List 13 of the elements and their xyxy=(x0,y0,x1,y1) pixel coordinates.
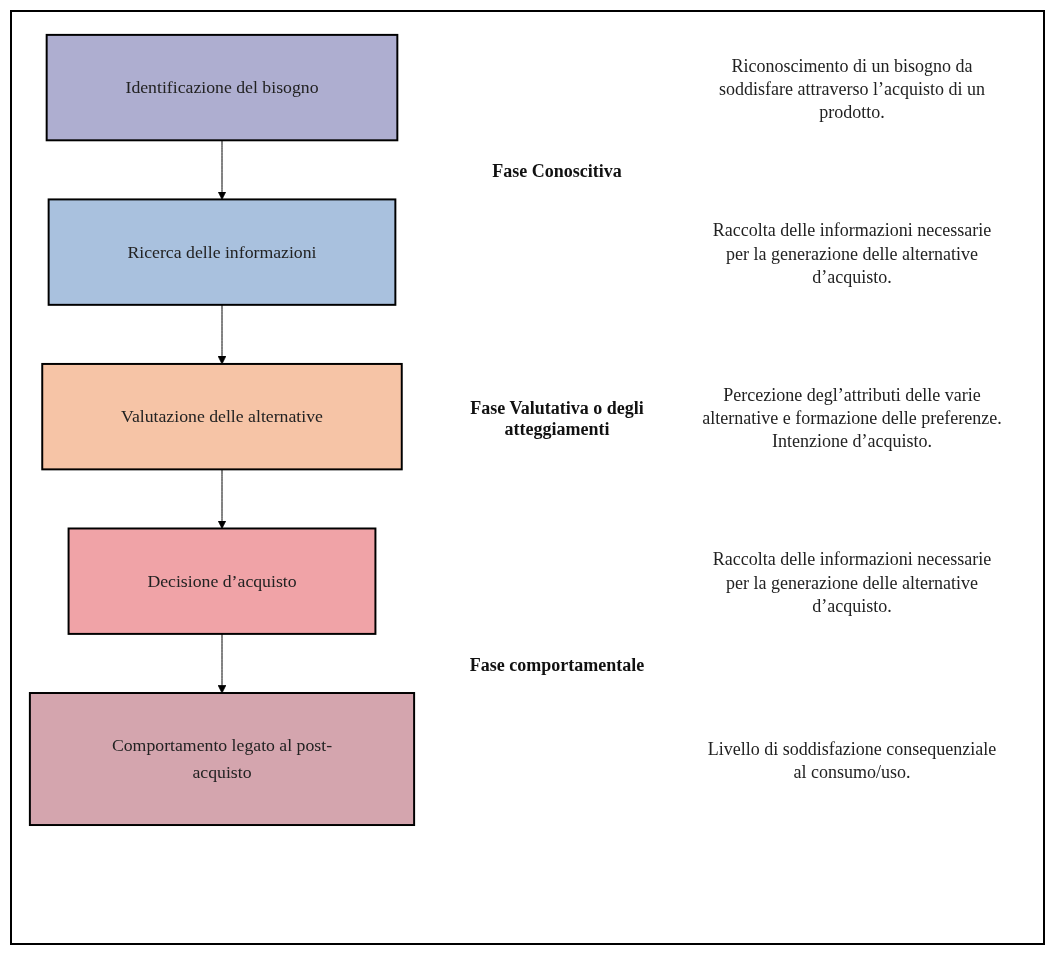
node-box: Valutazione delle alternative xyxy=(41,362,403,471)
phase-label: Fase Conoscitiva xyxy=(491,161,623,183)
node-box: Comportamento legato al post-acquisto xyxy=(28,692,416,826)
description-text: Percezione degl’attributi delle varie alternative e formazione delle preferenze. Intenzione d’acquisto. xyxy=(702,383,1002,454)
description-text: Raccolta delle informazioni necessarie per la generazione delle alternative d’acquisto. xyxy=(711,219,993,289)
phase-label: Fase comportamentale xyxy=(468,654,646,676)
description-text: Livello di soddisfazione consequenziale al consumo/uso. xyxy=(706,737,998,784)
node-box: Decisione d’acquisto xyxy=(67,527,377,635)
node-box: Identificazione del bisogno xyxy=(45,33,399,142)
phase-label: Fase Valutativa o degli atteggiamenti xyxy=(469,397,645,440)
description-text: Raccolta delle informazioni necessarie per la generazione delle alternative d’acquisto. xyxy=(711,548,993,618)
description-text: Riconoscimento di un bisogno da soddisfare attraverso l’acquisto di un prodotto. xyxy=(718,54,986,125)
node-box: Ricerca delle informazioni xyxy=(47,198,397,306)
